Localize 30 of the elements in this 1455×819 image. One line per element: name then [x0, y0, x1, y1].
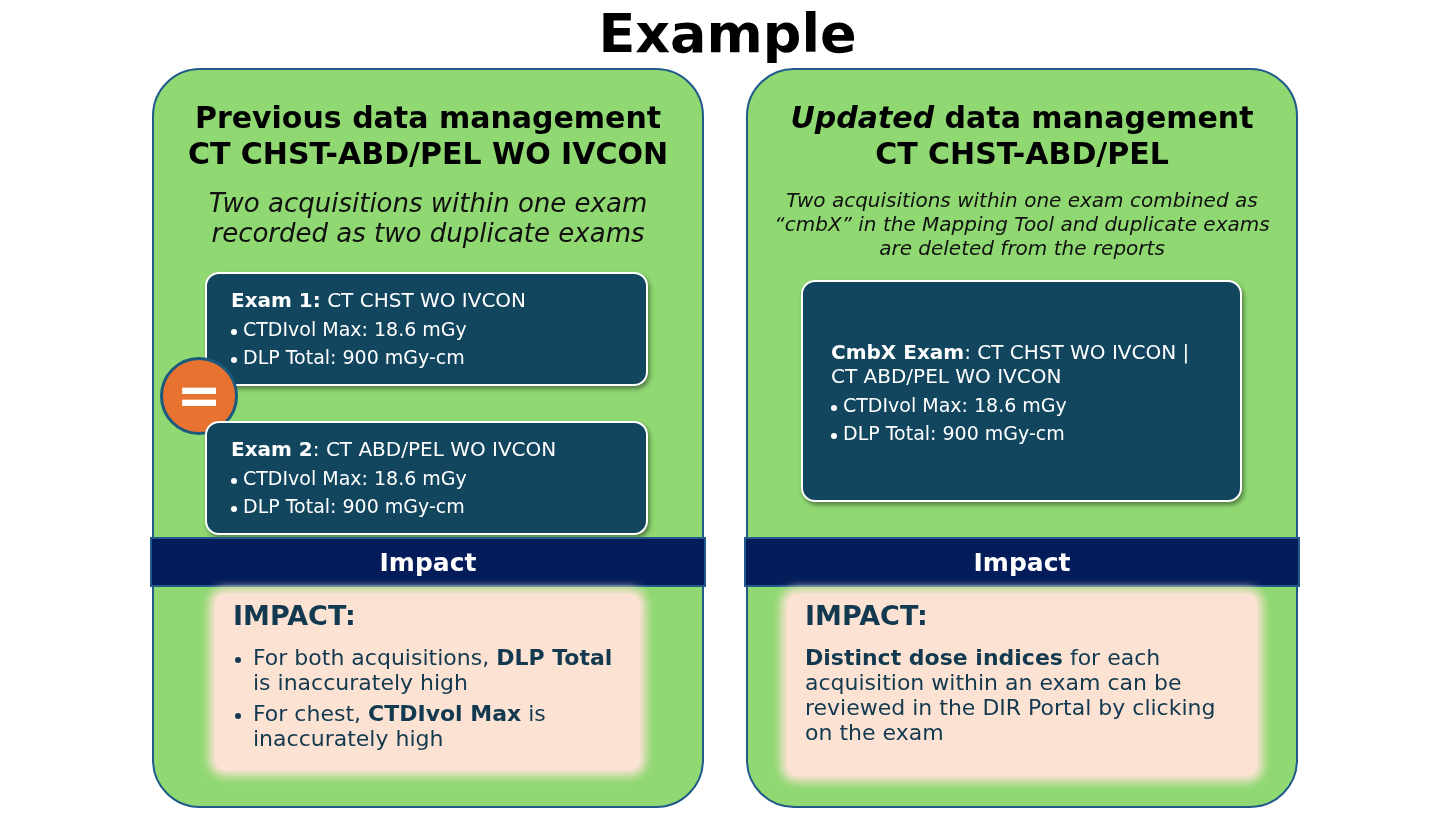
bullet-item: DLP Total: 900 mGy-cm: [243, 495, 465, 517]
panel-heading: Updated data management CT CHST-ABD/PEL: [789, 100, 1255, 172]
impact-heading: IMPACT:: [233, 600, 357, 631]
exam-card: [205, 421, 648, 535]
section-band: [150, 537, 706, 587]
impact-card: [787, 594, 1257, 776]
impact-text: Distinct dose indices for each acquisition within an exam can be reviewed in the DIR Portal by clicking on the exam: [805, 645, 1217, 745]
impact-card: [215, 594, 640, 770]
band-label: Impact: [379, 547, 477, 577]
description-text: Two acquisitions within one exam combined as “cmbX” in the Mapping Tool and duplicate exams are deleted from the reports: [773, 188, 1271, 260]
exam-title: CmbX Exam: CT CHST WO IVCON | CT ABD/PEL WO IVCON: [831, 340, 1191, 388]
exam-card: [205, 272, 648, 386]
exam-card: [801, 280, 1242, 502]
equals-sign: =: [176, 369, 222, 423]
panel-card: [152, 68, 704, 808]
band-label: Impact: [973, 547, 1071, 577]
bullet-item: For chest, CTDIvol Max is inaccurately high: [253, 701, 547, 751]
bullet-item: DLP Total: 900 mGy-cm: [843, 422, 1065, 444]
bullet-item: DLP Total: 900 mGy-cm: [243, 346, 465, 368]
bullet-item: CTDIvol Max: 18.6 mGy: [843, 394, 1067, 416]
bullet-item: CTDIvol Max: 18.6 mGy: [243, 467, 467, 489]
panel-card: [746, 68, 1298, 808]
exam-title: Exam 2: CT ABD/PEL WO IVCON: [231, 437, 558, 461]
section-band: [744, 537, 1300, 587]
panel-heading: Previous data management CT CHST-ABD/PEL WO IVCON: [186, 100, 670, 172]
title: Example: [597, 2, 858, 65]
exam-title: Exam 1: CT CHST WO IVCON: [231, 288, 528, 312]
impact-heading: IMPACT:: [805, 600, 929, 631]
bullet-item: CTDIvol Max: 18.6 mGy: [243, 318, 467, 340]
description-text: Two acquisitions within one exam recorded as two duplicate exams: [207, 188, 649, 248]
